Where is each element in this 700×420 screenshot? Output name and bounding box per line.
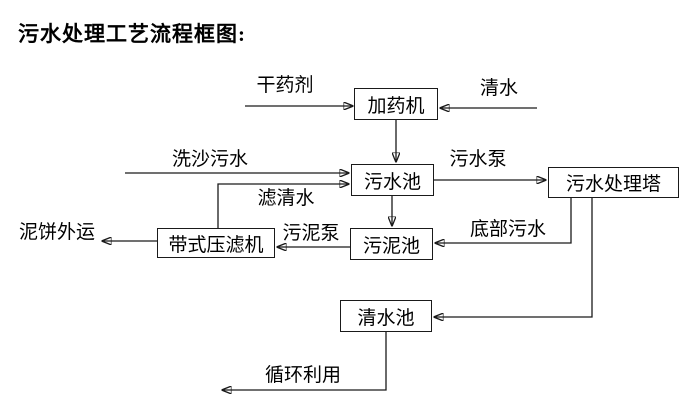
flow-label-dry-chemical: 干药剂 xyxy=(256,75,314,96)
flow-label-sand-washing-sewage: 洗沙污水 xyxy=(171,149,248,170)
flow-label-filtered-water: 滤清水 xyxy=(257,188,315,209)
flow-label-recycle-use: 循环利用 xyxy=(264,365,341,386)
flow-label-clean-water: 清水 xyxy=(479,78,518,99)
node-sewage-treatment-tower: 污水处理塔 xyxy=(548,167,679,198)
flow-label-sewage-pump: 污水泵 xyxy=(449,149,507,170)
flow-label-bottom-sewage: 底部污水 xyxy=(469,219,546,240)
flow-label-sludge-pump: 污泥泵 xyxy=(282,223,340,244)
node-dosing-machine: 加药机 xyxy=(354,88,438,120)
flow-label-mud-cake-outbound: 泥饼外运 xyxy=(18,222,95,243)
node-sludge-pool: 污泥池 xyxy=(350,228,433,260)
node-clean-water-pool: 清水池 xyxy=(340,300,432,332)
arrow-tower-to-clean-pool xyxy=(434,198,593,317)
node-belt-filter-press: 带式压滤机 xyxy=(157,228,275,258)
page-title: 污水处理工艺流程框图: xyxy=(18,22,246,46)
node-sewage-pool: 污水池 xyxy=(351,164,434,196)
